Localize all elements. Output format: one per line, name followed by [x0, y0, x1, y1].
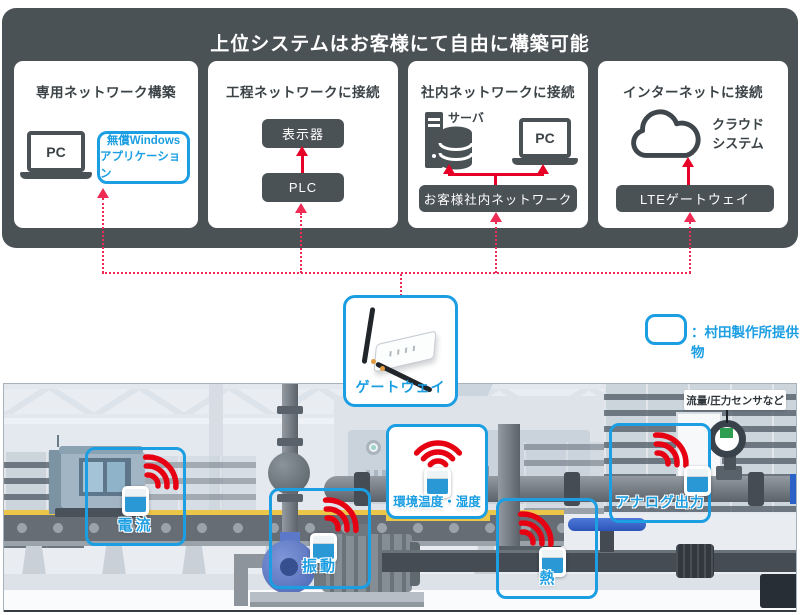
dotted-arrow-head	[295, 203, 307, 213]
display-device-box: 表示器	[262, 119, 344, 148]
panel-title: 上位システムはお客様にて自由に構築可能	[210, 34, 590, 55]
flow-pressure-sensor-label: 流量/圧力センサなど	[684, 390, 786, 410]
router-connector	[371, 359, 376, 364]
sensor-cube-icon	[424, 468, 451, 498]
gauge-pointer-line	[726, 409, 728, 423]
pipe-flange	[277, 406, 303, 414]
arrow-stem	[494, 175, 497, 186]
factory-illustration: 流量/圧力センサなど 電流 振動	[3, 383, 797, 612]
dotted-arrow-head	[490, 212, 502, 222]
sensor-label: 環境温度・湿度	[393, 495, 481, 509]
ball-valve	[268, 452, 310, 494]
pump-hub	[280, 558, 298, 576]
vertical-pipe	[498, 424, 520, 554]
pipe-coupling	[564, 472, 580, 506]
pipe-coupling	[748, 472, 764, 506]
cloud-system-label: クラウド システム	[711, 117, 764, 151]
card-dedicated-network: 専用ネットワーク構築 PC 無償Windows アプリケーション	[14, 61, 198, 228]
dotted-arrow-head	[97, 188, 109, 198]
pump-intake-pipe	[234, 554, 268, 568]
card-title: 専用ネットワーク構築	[36, 85, 176, 100]
app-box-line1: 無償Windows	[106, 135, 181, 148]
server-tower-icon	[425, 112, 443, 168]
pc-label: PC	[46, 143, 66, 160]
arrow-line	[301, 154, 304, 174]
machine-rail	[59, 446, 143, 454]
arrow-branch	[448, 173, 544, 176]
callout-heat: 熱	[496, 498, 598, 599]
lte-gateway-box: LTEゲートウェイ	[616, 185, 774, 212]
pressure-gauge-icon	[708, 420, 746, 458]
callout-vibration: 振動	[269, 488, 371, 589]
pump-base	[250, 602, 424, 607]
callout-temp-humidity: 環境温度・湿度	[386, 424, 488, 519]
card-title: 工程ネットワークに接続	[226, 85, 380, 100]
dotted-line	[102, 198, 104, 273]
window-pane	[83, 462, 103, 492]
pipe-flange	[277, 494, 303, 502]
arrow-head	[682, 157, 694, 167]
sensor-cube-icon	[122, 486, 149, 516]
dotted-line	[300, 213, 302, 273]
upper-system-panel: 上位システムはお客様にて自由に構築可能 専用ネットワーク構築 PC 無償Wind…	[2, 8, 798, 248]
card-company-network: 社内ネットワークに接続 サーバ PC お客様社内ネットワーク	[408, 61, 588, 228]
pipe-coupling	[676, 544, 714, 578]
wifi-signal-icon	[322, 497, 359, 534]
arrow-head	[537, 164, 549, 174]
dotted-line	[495, 222, 497, 273]
window-pane	[107, 462, 125, 492]
server-label: サーバ	[448, 111, 484, 125]
plc-box: PLC	[262, 173, 344, 202]
arrow-line	[687, 165, 690, 185]
wifi-signal-icon	[414, 440, 462, 468]
card-internet: インターネットに接続 クラウド システム LTEゲートウェイ	[598, 61, 788, 228]
machine-base	[55, 508, 143, 517]
arrow-head	[296, 146, 308, 156]
pipe-flange	[277, 438, 303, 446]
sensor-cube-icon	[539, 547, 566, 577]
dotted-bus-line	[102, 272, 691, 274]
wifi-router-icon	[346, 298, 455, 404]
router-connector	[380, 366, 385, 371]
wifi-signal-icon	[142, 454, 179, 491]
sensor-cube-icon	[684, 466, 711, 496]
callout-current: 電流	[85, 447, 186, 546]
free-windows-app-box: 無償Windows アプリケーション	[97, 131, 190, 184]
pipe-cap	[790, 474, 796, 504]
pc-label: PC	[535, 130, 555, 146]
dotted-arrow-head	[684, 212, 696, 222]
app-box-line2: アプリケーション	[100, 151, 181, 180]
wifi-signal-icon	[517, 511, 554, 548]
pump-base	[250, 592, 424, 604]
floor-line	[4, 610, 796, 612]
sensor-label: アナログ出力	[615, 494, 705, 510]
gateway-box: ゲートウェイ	[343, 295, 458, 407]
wifi-signal-icon	[652, 432, 689, 469]
arrow-head	[443, 164, 455, 174]
sensor-label: 振動	[301, 558, 338, 575]
antenna	[57, 435, 59, 447]
drain-pipe	[760, 574, 796, 608]
sensor-cube-icon	[310, 533, 337, 563]
sensor-label: 電流	[117, 517, 154, 534]
legend-swatch	[645, 314, 687, 345]
laptop-icon: PC	[512, 118, 578, 165]
laptop-base	[512, 158, 578, 165]
gauge-display	[720, 428, 733, 438]
gateway-label: ゲートウェイ	[355, 379, 446, 395]
dotted-line	[689, 222, 691, 273]
sensor-label: 熱	[539, 570, 555, 587]
company-network-box: お客様社内ネットワーク	[419, 185, 577, 212]
cloud-icon	[631, 109, 701, 158]
laptop-icon: PC	[20, 131, 92, 179]
dotted-line-to-gateway	[400, 274, 402, 296]
router-antenna	[361, 306, 376, 365]
legend-label: ：村田製作所提供物	[691, 325, 799, 360]
card-title: インターネットに接続	[623, 85, 763, 100]
card-process-network: 工程ネットワークに接続 表示器 PLC	[208, 61, 398, 228]
laptop-base	[20, 172, 92, 179]
callout-analog-output: アナログ出力	[609, 423, 711, 523]
valve-stem	[600, 530, 614, 552]
card-title: 社内ネットワークに接続	[421, 85, 575, 100]
